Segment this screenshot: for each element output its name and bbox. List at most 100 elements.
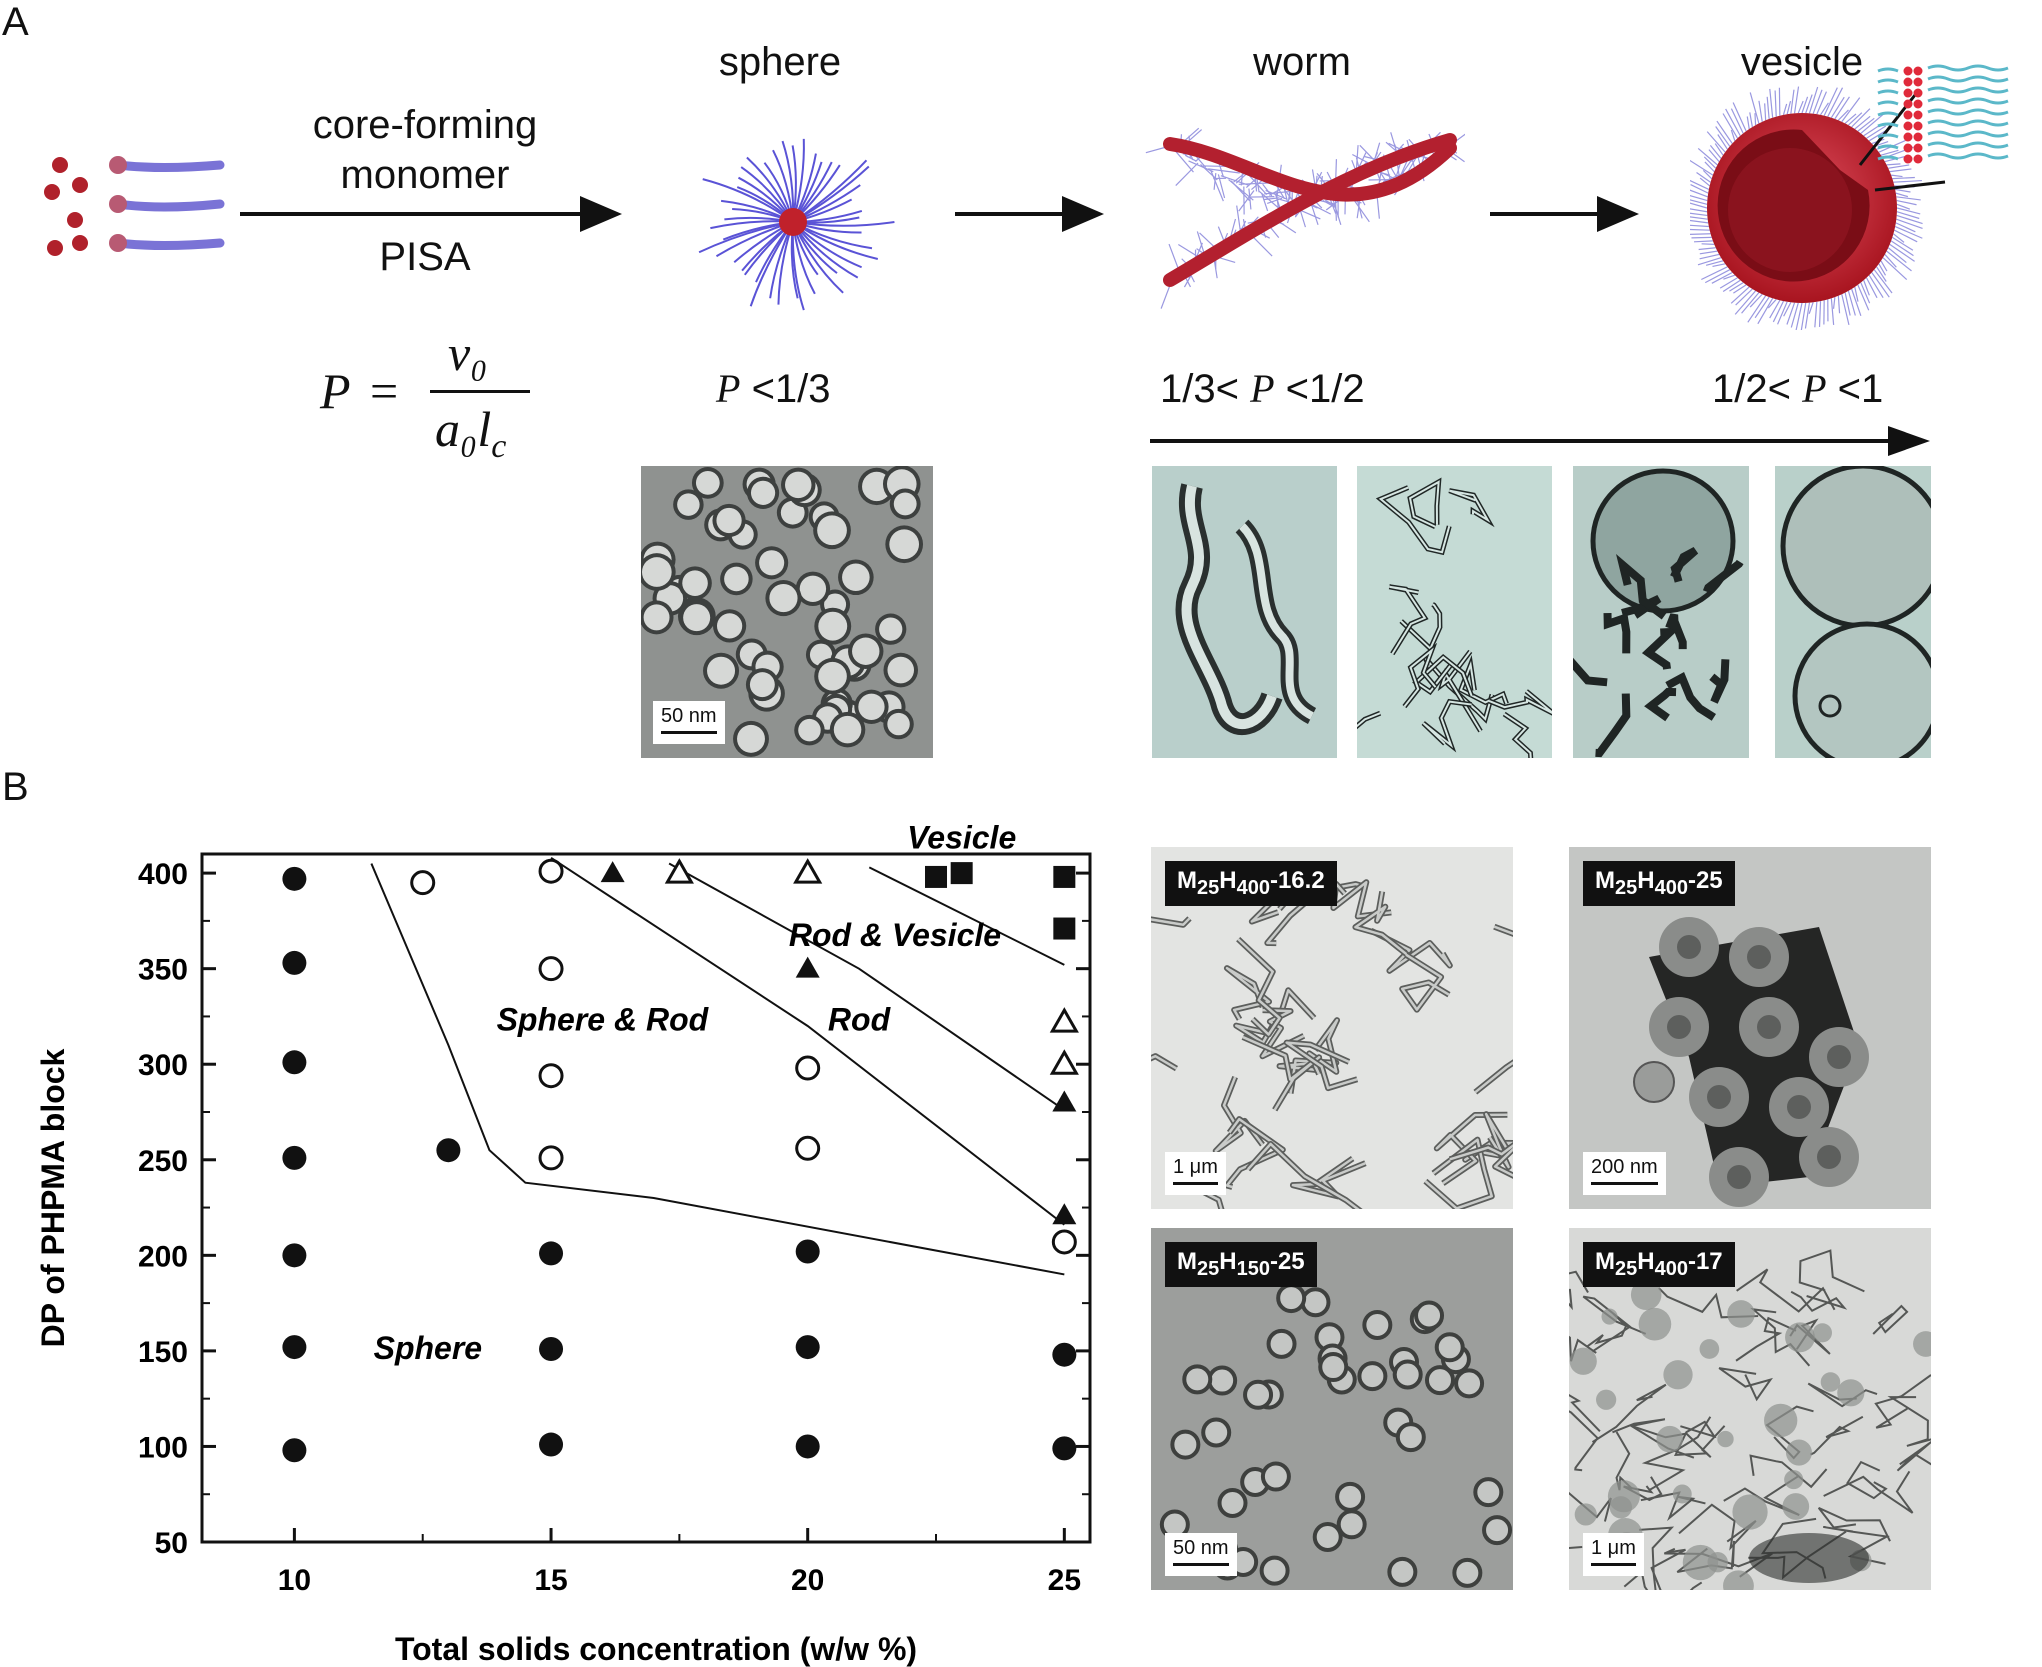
open-triangle-marker (1049, 1049, 1079, 1075)
condition-worm: 1/3< P <1/2 (1160, 366, 1365, 411)
filled-square-marker (1053, 917, 1076, 940)
micrograph-scalebar: 1 μm (1165, 1152, 1226, 1195)
phase-boundary-line (868, 866, 1065, 966)
filled-square-marker (950, 862, 973, 885)
open-triangle-marker (664, 858, 694, 884)
worm-strand (1163, 137, 1457, 202)
micrograph-label: M25H400-17 (1583, 1242, 1735, 1287)
micrograph-scalebar: 200 nm (1583, 1152, 1666, 1195)
filled-circle-marker (282, 1438, 307, 1463)
y-tick-label: 400 (138, 858, 188, 891)
x-tick-label: 15 (534, 1564, 567, 1597)
step-label-line2: monomer (340, 153, 510, 197)
filled-triangle-marker (600, 861, 625, 883)
tem-transition-3 (1573, 466, 1749, 758)
filled-circle-marker (795, 1434, 820, 1459)
micrograph-label: M25H400-16.2 (1165, 861, 1337, 906)
step-label-line1: core-forming (312, 103, 538, 147)
region-label: Sphere & Rod (497, 1001, 710, 1037)
region-label: Rod (828, 1001, 892, 1037)
formula-equals: = (370, 363, 399, 419)
filled-circle-marker (436, 1138, 461, 1163)
packing-parameter-formula: P = v₀ a₀lc (320, 325, 550, 465)
filled-circle-marker (282, 1335, 307, 1360)
filled-circle-marker (539, 1432, 564, 1457)
tem-sphere-scalebar: 50 nm (653, 701, 725, 744)
macro-cta-chain (113, 160, 225, 172)
open-circle-marker (410, 870, 436, 896)
tem-sphere-image: 50 nm (641, 466, 933, 758)
x-axis-label: Total solids concentration (w/w %) (395, 1631, 917, 1667)
filled-circle-marker (282, 1050, 307, 1075)
morph-title-sphere: sphere (718, 40, 842, 84)
open-circle-marker (1051, 1229, 1077, 1255)
open-circle-marker (538, 858, 564, 884)
micrograph-scalebar: 1 μm (1583, 1533, 1644, 1576)
morph-title-worm: worm (1253, 40, 1351, 84)
condition-sphere: P <1/3 (716, 366, 831, 411)
formula-numerator: v₀ (448, 325, 488, 381)
filled-circle-marker (539, 1336, 564, 1361)
filled-circle-marker (282, 1243, 307, 1268)
region-label: Rod & Vesicle (789, 917, 1001, 953)
bilayer-inset (1877, 64, 2009, 164)
filled-circle-marker (282, 950, 307, 975)
open-circle-marker (795, 1055, 821, 1081)
y-tick-label: 50 (155, 1527, 188, 1560)
y-tick-label: 100 (138, 1431, 188, 1464)
filled-circle-marker (1052, 1436, 1077, 1461)
worm-strand (1163, 133, 1457, 287)
filled-square-marker (1053, 865, 1076, 888)
monomer-dot (67, 212, 83, 228)
monomer-dot (44, 184, 60, 200)
filled-circle-marker (1052, 1342, 1077, 1367)
filled-circle-marker (282, 866, 307, 891)
formula-lhs: P (320, 363, 351, 419)
micrograph-label: M25H400-25 (1583, 861, 1735, 906)
y-tick-label: 250 (138, 1145, 188, 1178)
macro-cta-chain (113, 238, 225, 250)
region-label: Vesicle (907, 820, 1016, 856)
y-tick-label: 300 (138, 1049, 188, 1082)
reaction-arrows (240, 196, 1930, 456)
x-tick-label: 20 (791, 1564, 824, 1597)
y-axis-label: DP of PHPMA block (35, 1048, 71, 1347)
macro-cta-chain (113, 199, 225, 212)
sphere-illustration (698, 138, 895, 311)
region-label: Sphere (374, 1330, 482, 1366)
open-circle-marker (795, 1135, 821, 1161)
micrograph-m25h400-25: M25H400-25 200 nm (1569, 847, 1931, 1209)
worm-illustration (1145, 127, 1465, 309)
micrograph-m25h400-16-2: M25H400-16.2 1 μm (1151, 847, 1513, 1209)
formula-denominator-sub: c (491, 428, 507, 465)
y-tick-label: 200 (138, 1240, 188, 1273)
vesicle-illustration (1690, 64, 2009, 330)
filled-circle-marker (795, 1335, 820, 1360)
monomer-dot (52, 157, 68, 173)
micrograph-label: M25H150-25 (1165, 1242, 1317, 1287)
phase-boundary-line (668, 862, 1065, 1111)
morph-title-vesicle: vesicle (1740, 40, 1864, 84)
monomer-dot (72, 235, 88, 251)
open-circle-marker (538, 1145, 564, 1171)
x-tick-label: 10 (278, 1564, 311, 1597)
filled-triangle-marker (795, 956, 820, 978)
x-tick-label: 25 (1048, 1564, 1081, 1597)
phase-boundary-line (370, 863, 1065, 1276)
filled-triangle-marker (1052, 1090, 1077, 1112)
filled-triangle-marker (1052, 1203, 1077, 1225)
y-tick-label: 150 (138, 1336, 188, 1369)
tem-transition-1 (1152, 466, 1337, 758)
precursor-illustration (44, 156, 225, 256)
open-circle-marker (538, 956, 564, 982)
tem-transition-2 (1357, 466, 1552, 758)
filled-square-marker (925, 865, 948, 888)
open-circle-marker (538, 1063, 564, 1089)
micrograph-m25h400-17: M25H400-17 1 μm (1569, 1228, 1931, 1590)
open-triangle-marker (1049, 1007, 1079, 1033)
phase-boundary-line (550, 856, 1065, 1226)
filled-circle-marker (539, 1241, 564, 1266)
monomer-dot (47, 240, 63, 256)
condition-vesicle: 1/2< P <1 (1712, 366, 1884, 411)
